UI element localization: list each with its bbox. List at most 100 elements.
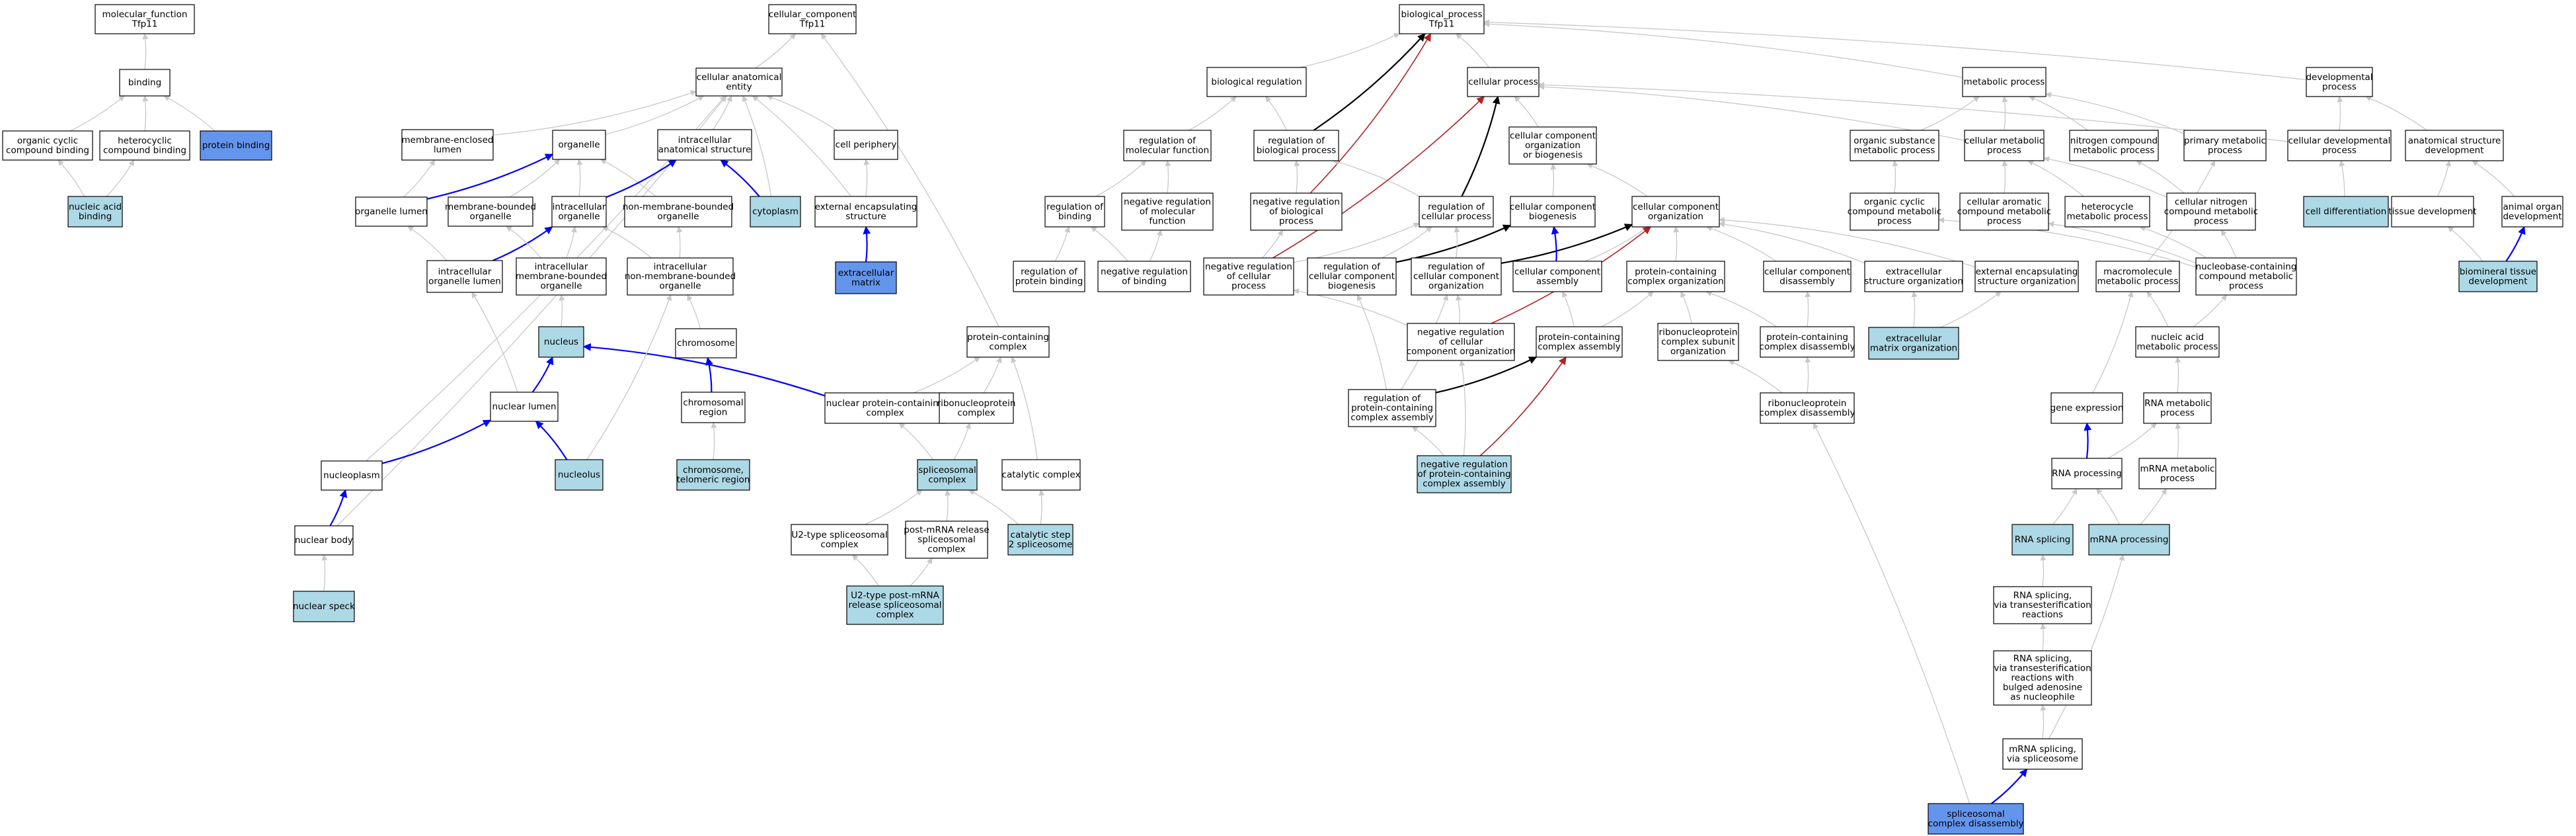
node-rna_splicing[interactable]: RNA splicing (2011, 524, 2074, 556)
node-box[interactable] (846, 585, 944, 625)
node-box[interactable] (321, 460, 383, 491)
node-box[interactable] (1868, 327, 1959, 360)
node-box[interactable] (834, 130, 898, 160)
node-box[interactable] (401, 129, 494, 161)
node-box[interactable] (2287, 130, 2392, 161)
node-tissue_dev[interactable]: tissue development (2388, 196, 2477, 228)
node-box[interactable] (2095, 261, 2180, 292)
node-box[interactable] (1964, 130, 2045, 161)
node-box[interactable] (1348, 389, 1436, 427)
node-box[interactable] (2195, 257, 2297, 296)
node-box[interactable] (1253, 130, 1339, 161)
node-box[interactable] (2050, 392, 2123, 424)
node-box[interactable] (1399, 4, 1485, 34)
node-box[interactable] (1001, 459, 1081, 491)
node-box[interactable] (99, 130, 190, 161)
node-metabolic_process[interactable]: metabolic process (1962, 67, 2047, 97)
node-box[interactable] (1013, 261, 1085, 292)
node-box[interactable] (1203, 257, 1294, 296)
node-nuclear_speck[interactable]: nuclear speck (293, 591, 355, 622)
node-box[interactable] (1512, 261, 1602, 292)
node-intracellular_nmbo[interactable]: intracellularnon-membrane-boundedorganel… (625, 257, 736, 296)
node-box[interactable] (750, 196, 801, 228)
node-binding[interactable]: binding (119, 69, 171, 97)
node-nucleus[interactable]: nucleus (538, 326, 584, 358)
node-box[interactable] (1007, 524, 1073, 556)
node-box[interactable] (939, 392, 1014, 424)
node-box[interactable] (1044, 196, 1105, 228)
node-box[interactable] (1760, 392, 1855, 424)
node-cellular_process[interactable]: cellular process (1467, 67, 1540, 97)
node-box[interactable] (2, 130, 93, 161)
node-box[interactable] (1993, 650, 2092, 706)
node-box[interactable] (552, 130, 606, 160)
node-box[interactable] (1123, 130, 1212, 161)
node-box[interactable] (2391, 196, 2474, 228)
node-protein_binding[interactable]: protein binding (200, 130, 272, 161)
node-box[interactable] (426, 260, 503, 293)
node-box[interactable] (676, 459, 750, 491)
node-box[interactable] (2143, 392, 2212, 424)
node-cell_differentiation[interactable]: cell differentiation (2303, 196, 2389, 228)
node-box[interactable] (2051, 458, 2123, 489)
node-cytoplasm[interactable]: cytoplasm (750, 196, 801, 228)
node-box[interactable] (1419, 196, 1494, 228)
node-mrna_splicing_spliceosome[interactable]: mRNA splicing,via spliceosome (2002, 738, 2083, 770)
node-box[interactable] (1974, 261, 2079, 292)
node-box[interactable] (1536, 326, 1623, 358)
node-box[interactable] (1508, 126, 1597, 165)
node-box[interactable] (824, 392, 946, 424)
node-box[interactable] (293, 591, 355, 622)
node-box[interactable] (2458, 261, 2538, 292)
node-box[interactable] (1850, 192, 1939, 231)
node-box[interactable] (200, 130, 272, 161)
node-box[interactable] (1850, 130, 1939, 161)
node-box[interactable] (2011, 524, 2074, 556)
node-box[interactable] (490, 392, 559, 422)
node-box[interactable] (1206, 67, 1307, 97)
node-box[interactable] (1411, 257, 1502, 296)
node-box[interactable] (2138, 458, 2216, 489)
node-nucleoplasm[interactable]: nucleoplasm (321, 460, 383, 491)
node-box[interactable] (814, 196, 917, 228)
node-organelle_lumen[interactable]: organelle lumen (355, 196, 428, 227)
node-box[interactable] (1962, 67, 2047, 97)
node-box[interactable] (1657, 323, 1739, 361)
node-box[interactable] (1510, 196, 1596, 228)
node-box[interactable] (119, 69, 171, 97)
node-box[interactable] (67, 196, 123, 228)
